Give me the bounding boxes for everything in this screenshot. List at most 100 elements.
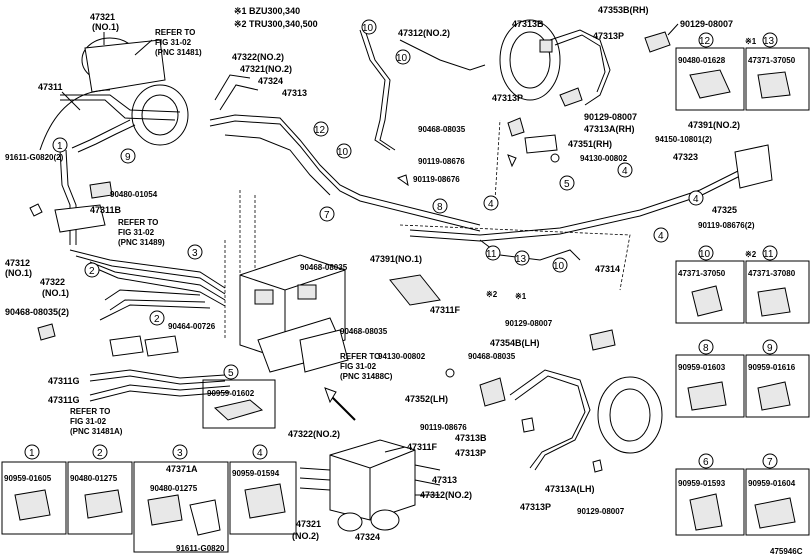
note-1: ※1 BZU300,340 [234,6,300,16]
label-47313a-lh: 47313A(LH) [545,484,595,494]
legend-11-part: 47371-37080 [748,269,796,278]
svg-text:6: 6 [703,457,709,468]
svg-text:5: 5 [228,368,234,379]
svg-text:4: 4 [622,166,628,177]
legend-13-icon [757,71,791,99]
clamp-part [109,335,144,357]
svg-text:3: 3 [177,448,183,459]
callout-2b [149,310,165,326]
svg-text:7: 7 [767,457,773,468]
callout-1 [52,137,68,153]
label-90119-08676-a: 90119-08676 [418,157,465,166]
label-47311f-bot: 47311F [407,442,438,452]
label-90129-08007-d: 90129-08007 [577,507,625,516]
svg-text:1: 1 [29,448,35,459]
legend-13-circle [762,32,778,48]
clamp-90480-01054 [89,181,113,199]
figure-id: 475946C [770,547,803,556]
label-47323: 47323 [673,152,698,162]
label-47313p-d: 47313P [520,502,551,512]
legend-8-icon [687,381,727,411]
label-47313p-a: 47313P [593,31,624,41]
svg-text:12: 12 [699,36,711,47]
bracket-47311b [54,204,106,233]
label-47321-no2-bot-b: (NO.2) [292,531,319,541]
rear-disc-rh-drawing [499,19,671,107]
callout-5b [559,175,575,191]
svg-text:4: 4 [658,231,664,242]
label-47313b-top: 47313B [512,19,544,29]
label-90129-08007-b: 90129-08007 [584,112,637,122]
svg-text:10: 10 [337,147,349,158]
refer-3-line3: (PNC 31488C) [340,372,393,381]
label-47313p-b: 47313P [492,93,523,103]
refer-2-line2: FIG 31-02 [118,228,155,237]
bracket-47351 [524,134,558,154]
legend-10-part: 47371-37050 [678,269,726,278]
legend-11-circle [762,245,778,261]
legend-3-extra-1: 90480-01275 [150,484,198,493]
label-90464-00726: 90464-00726 [168,322,216,331]
refer-1-line3: (PNC 31481) [155,48,202,57]
label-47353b-rh: 47353B(RH) [598,5,649,15]
label-47311b: 47311B [90,205,122,215]
callout-4d [653,227,669,243]
label-47322-no2-bot: 47322(NO.2) [288,429,340,439]
label-47312-no1-a: 47312 [5,258,30,268]
label-94150-10801-2: 94150-10801(2) [655,135,712,144]
legend-3-icon-clamp [147,494,183,526]
svg-text:13: 13 [763,36,775,47]
callout-8 [432,198,448,214]
label-47312-no2-top: 47312(NO.2) [398,28,450,38]
label-90119-08676-b: 90119-08676 [413,175,460,184]
callout-10b [395,49,411,65]
legend-12-part: 90480-01628 [678,56,726,65]
clamp-5-icon [213,399,264,421]
callout-12 [313,121,329,137]
svg-text:9: 9 [767,343,773,354]
rear-disc-lh-drawing [479,329,663,471]
legend-13-part: 47371-37050 [748,56,796,65]
legend-6-part: 90959-01593 [678,479,726,488]
label-90468-08035-d: 90468-08035 [468,352,516,361]
svg-text:10: 10 [396,53,408,64]
label-94130-00802-b: 94130-00802 [378,352,426,361]
svg-text:9: 9 [125,152,131,163]
legend-9-circle [762,339,778,355]
legend-9-icon [757,381,791,411]
label-47322-no1-a: 47322 [40,277,65,287]
label-47325: 47325 [712,205,737,215]
callout-9 [120,148,136,164]
callout-3 [187,244,203,260]
label-90129-08007-a: 90129-08007 [680,19,733,29]
svg-text:13: 13 [515,254,527,265]
refer-4-line1: REFER TO [70,407,110,416]
legend-1-icon [14,489,51,521]
legend-7-circle [762,453,778,469]
svg-text:2: 2 [154,314,160,325]
label-47391-no1: 47391(NO.1) [370,254,422,264]
legend-8-circle [698,339,714,355]
legend-3-icon-bracket [189,499,221,536]
refer-2-line1: REFER TO [118,218,158,227]
legend-12-circle [698,32,714,48]
label-47322-no2-top: 47322(NO.2) [232,52,284,62]
legend-13-mark: ※1 [745,37,757,46]
callout-4c [688,190,704,206]
brake-booster-drawing [39,37,189,151]
svg-text:1: 1 [57,141,63,152]
label-94130-00802-a: 94130-00802 [580,154,628,163]
callout-13 [514,250,530,266]
label-90959-01602: 90959-01602 [207,389,255,398]
lower-actuator-drawing [299,439,441,532]
label-47311g-a: 47311G [48,376,80,386]
callout-4b [483,195,499,211]
label-47311: 47311 [38,82,63,92]
legend-11-icon [757,287,791,317]
legend-12-icon [689,69,731,99]
legend-11-mark: ※2 [745,250,757,259]
label-47322-no1-b: (NO.1) [42,288,69,298]
legend-3-extra-2: 91611-G0820 [176,544,225,553]
callout-7 [319,206,335,222]
